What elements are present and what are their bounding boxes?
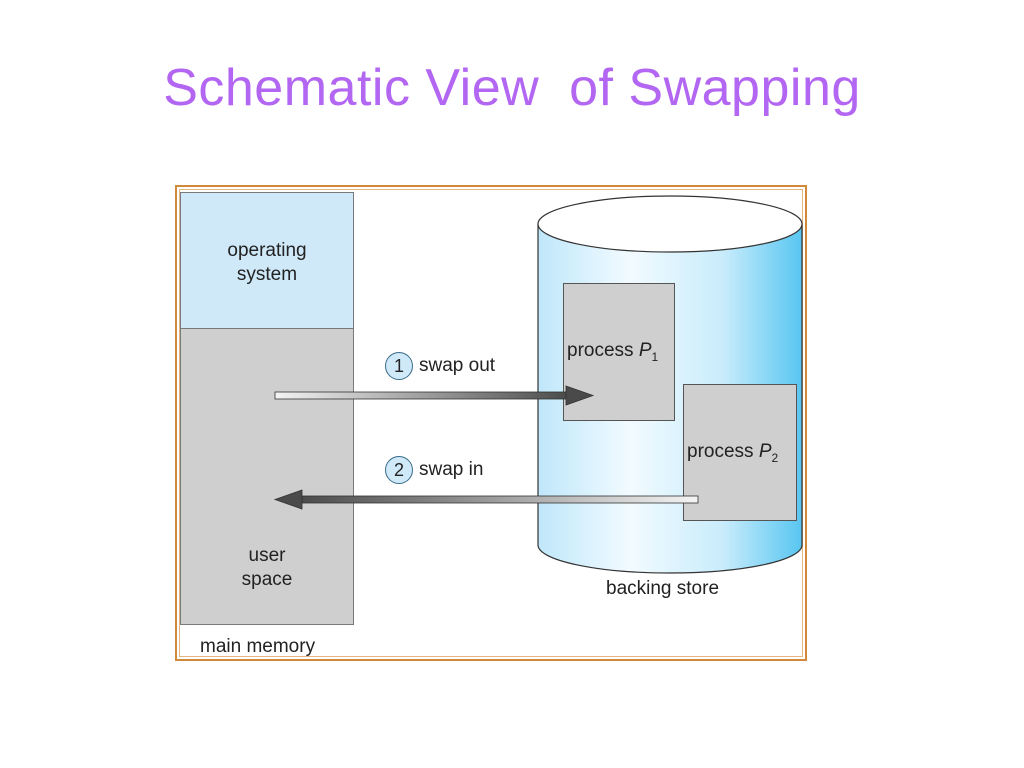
process-p2-label: process P2 [687,441,779,465]
user-space-label: user space [241,545,293,590]
step-2-label: swap in [419,459,484,480]
swap-out-arrow [274,385,595,406]
step-swap-in: 2 swap in [385,456,483,484]
step-1-badge: 1 [385,352,413,380]
cylinder-top [537,195,803,253]
backing-store-label: backing store [606,578,720,599]
operating-system-label: operating system [227,240,307,285]
step-1-label: swap out [419,355,496,376]
slide-title: Schematic View of Swapping [163,59,861,117]
step-2-badge: 2 [385,456,413,484]
operating-system-block: operating system [180,192,354,329]
process-p2-box [683,384,797,521]
swap-in-arrow [273,489,699,510]
process-p1-label: process P1 [567,340,659,364]
user-space-block: user space [180,328,354,625]
step-swap-out: 1 swap out [385,352,495,380]
main-memory-label: main memory [200,636,316,657]
